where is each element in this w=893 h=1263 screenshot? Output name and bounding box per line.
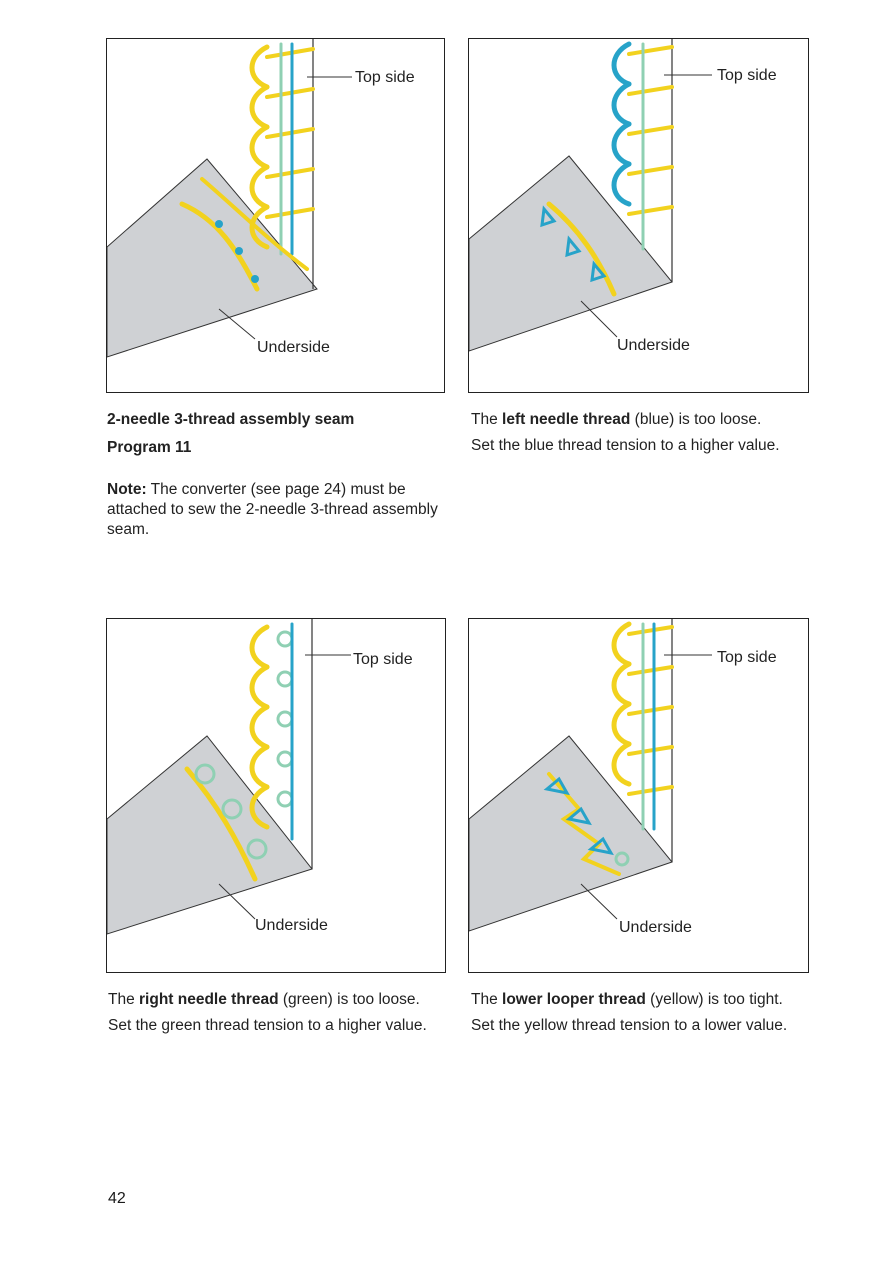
diagnosis-line: The left needle thread (blue) is too loo… <box>471 411 762 428</box>
page-number: 42 <box>108 1190 126 1207</box>
illustration-panel-left-needle-loose: Top side Underside <box>468 38 809 393</box>
top-side-label: Top side <box>717 649 777 666</box>
note-label: Note: <box>107 481 147 498</box>
illustration-panel-lower-looper-tight: Top side Underside <box>468 618 809 973</box>
seam-illustration-lower-looper-tight <box>469 619 712 932</box>
seam-illustration-right-needle-loose <box>107 619 351 935</box>
seam-illustration-normal <box>107 39 352 358</box>
thread-name: lower looper thread <box>502 991 646 1008</box>
underside-label: Underside <box>617 337 690 354</box>
caption-normal-seam: 2-needle 3-thread assembly seam Program … <box>107 410 442 546</box>
diagnosis-line: The right needle thread (green) is too l… <box>108 991 420 1008</box>
note-text: The converter (see page 24) must be atta… <box>107 481 438 538</box>
thread-name: right needle thread <box>139 991 279 1008</box>
seam-illustration-left-needle-loose <box>469 39 712 352</box>
top-side-label: Top side <box>353 651 413 668</box>
program-number: Program 11 <box>107 439 192 456</box>
thread-name: left needle thread <box>502 411 631 428</box>
remedy-line: Set the yellow thread tension to a lower… <box>471 1017 788 1034</box>
remedy-line: Set the blue thread tension to a higher … <box>471 437 780 454</box>
underside-label: Underside <box>619 919 692 936</box>
seam-title: 2-needle 3-thread assembly seam <box>107 411 355 428</box>
caption-lower-looper-tight: The lower looper thread (yellow) is too … <box>471 990 801 1042</box>
top-side-label: Top side <box>355 69 415 86</box>
note-paragraph: Note: The converter (see page 24) must b… <box>107 480 442 540</box>
caption-right-needle-loose: The right needle thread (green) is too l… <box>108 990 438 1042</box>
illustration-panel-right-needle-loose: Top side Underside <box>106 618 446 973</box>
top-side-label: Top side <box>717 67 777 84</box>
illustration-panel-normal: Top side Underside <box>106 38 445 393</box>
underside-label: Underside <box>257 339 330 356</box>
underside-label: Underside <box>255 917 328 934</box>
diagnosis-line: The lower looper thread (yellow) is too … <box>471 991 783 1008</box>
remedy-line: Set the green thread tension to a higher… <box>108 1017 427 1034</box>
caption-left-needle-loose: The left needle thread (blue) is too loo… <box>471 410 806 462</box>
